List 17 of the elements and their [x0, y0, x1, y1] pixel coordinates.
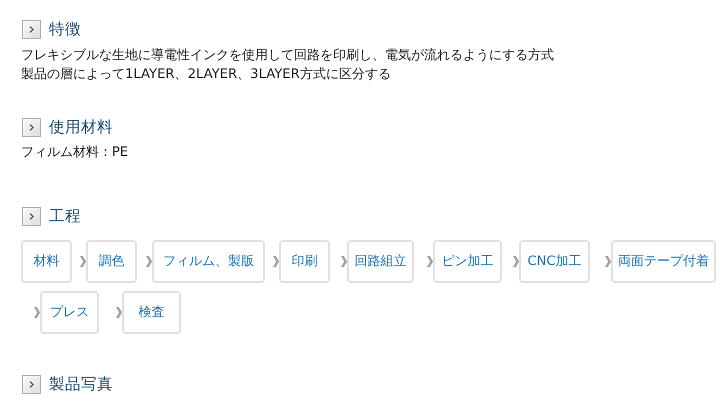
section-heading: 製品写真 [49, 374, 113, 394]
section-heading: 特徴 [49, 19, 81, 39]
process-step-box: 印刷 [279, 240, 330, 283]
description-text: フィルム材料 : PE [21, 144, 128, 162]
description-text: 製品の層によって1LAYER、2LAYER、3LAYER方式に区分する [21, 66, 391, 84]
section-heading: 使用材料 [49, 117, 113, 137]
process-step-box: 調色 [86, 240, 137, 283]
process-step-box: フィルム、製版 [152, 240, 265, 283]
process-step-box: 材料 [21, 240, 72, 283]
process-step-box: プレス [40, 291, 99, 334]
process-step-box: 回路組立 [347, 240, 414, 283]
section-heading: 工程 [49, 206, 81, 226]
process-step-box: CNC加工 [519, 240, 590, 283]
process-step-box: 両面テープ付着 [611, 240, 716, 283]
description-text: フレキシブルな生地に導電性インクを使用して回路を印刷し、電気が流れるようにする方式 [21, 47, 554, 65]
process-step-box: ピン加工 [433, 240, 502, 283]
process-step-box: 検査 [122, 291, 181, 334]
